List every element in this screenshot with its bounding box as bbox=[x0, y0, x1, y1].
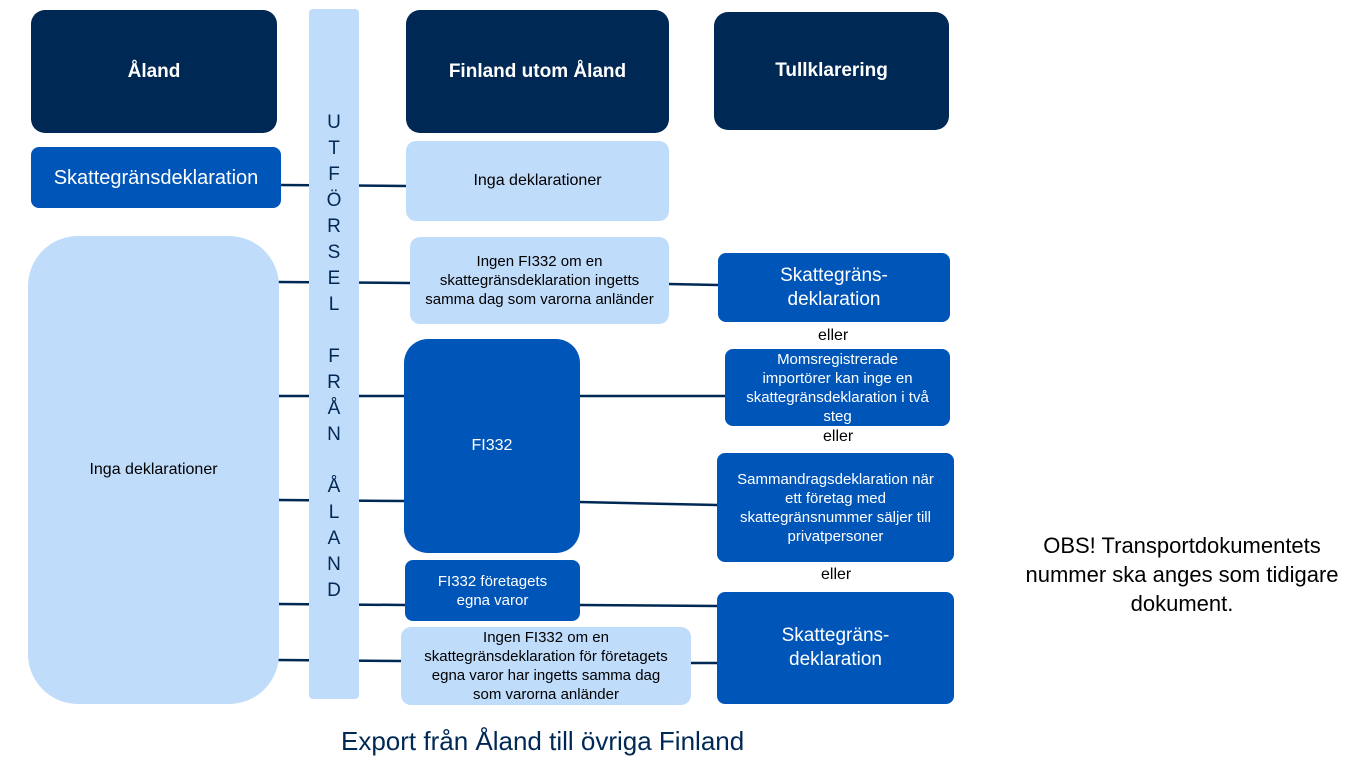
vertical-bar-letter: U bbox=[327, 112, 341, 133]
vertical-bar-letter: Å bbox=[327, 398, 341, 419]
tull-skattegransdeklaration-1: Skattegräns-deklaration bbox=[718, 253, 950, 322]
vertical-bar-letter: R bbox=[327, 216, 341, 237]
vertical-bar-letter: A bbox=[327, 528, 341, 549]
header-aland-label: Åland bbox=[127, 60, 181, 82]
header-tullklarering: Tullklarering bbox=[714, 12, 949, 130]
ingen-fi332-box-2: Ingen FI332 om en skattegränsdeklaration… bbox=[401, 627, 691, 705]
connector-line bbox=[578, 500, 718, 507]
aland-inga-deklarationer: Inga deklarationer bbox=[28, 236, 279, 704]
vertical-bar-letter: N bbox=[327, 554, 341, 575]
header-tullklarering-label: Tullklarering bbox=[775, 60, 888, 81]
finland-inga-deklarationer: Inga deklarationer bbox=[406, 141, 669, 221]
tull-skattegransdeklaration-2: Skattegräns-deklaration bbox=[717, 592, 954, 704]
fi332-egna-varor-label: FI332 företagets egna varor bbox=[437, 572, 548, 609]
ingen-fi332-label-2: Ingen FI332 om en skattegränsdeklaration… bbox=[424, 629, 668, 703]
connector-line bbox=[578, 603, 718, 608]
header-finland: Finland utom Åland bbox=[406, 10, 669, 133]
vertical-bar-letter: N bbox=[327, 424, 341, 445]
vertical-bar-letter: S bbox=[327, 242, 341, 263]
tull-skattegrans-label-1: Skattegräns-deklaration bbox=[780, 264, 888, 310]
vertical-bar-letter: E bbox=[327, 268, 341, 289]
eller-label-3: eller bbox=[821, 566, 852, 583]
tull-skattegrans-label-2: Skattegräns-deklaration bbox=[781, 625, 890, 670]
vertical-bar-letter: F bbox=[328, 164, 340, 185]
obs-note: OBS! Transportdokumentets nummer ska ang… bbox=[1025, 533, 1339, 616]
momsregistrerade-label: Momsregistrerade importörer kan inge en … bbox=[746, 350, 929, 425]
vertical-bar-letter: Ö bbox=[326, 190, 342, 211]
fi332-box: FI332 bbox=[404, 339, 580, 553]
eller-label-2: eller bbox=[823, 428, 854, 445]
ingen-fi332-label-1: Ingen FI332 om en skattegränsdeklaration… bbox=[425, 253, 654, 308]
vertical-bar-letter: R bbox=[327, 372, 341, 393]
vertical-bar-letter: D bbox=[327, 580, 341, 601]
aland-skattegrans-label: Skattegränsdeklaration bbox=[53, 166, 259, 189]
aland-inga-label: Inga deklarationer bbox=[89, 461, 218, 478]
header-finland-label: Finland utom Åland bbox=[448, 60, 627, 82]
fi332-egna-varor-box: FI332 företagets egna varor bbox=[405, 560, 580, 621]
vertical-bar-letter: L bbox=[328, 294, 340, 315]
fi332-label: FI332 bbox=[471, 437, 513, 454]
eller-label-1: eller bbox=[818, 327, 849, 344]
sammandragsdeklaration-box: Sammandragsdeklaration när ett företag m… bbox=[717, 453, 954, 562]
vertical-bar-letter: F bbox=[328, 346, 340, 367]
finland-inga-label: Inga deklarationer bbox=[473, 172, 602, 189]
aland-skattegransdeklaration: Skattegränsdeklaration bbox=[31, 147, 281, 208]
vertical-bar-letter: T bbox=[328, 138, 340, 159]
sammandragsdeklaration-label: Sammandragsdeklaration när ett företag m… bbox=[737, 470, 934, 545]
connector-line bbox=[667, 282, 719, 287]
header-aland: Åland bbox=[31, 10, 277, 133]
ingen-fi332-box-1: Ingen FI332 om en skattegränsdeklaration… bbox=[410, 237, 669, 324]
momsregistrerade-box: Momsregistrerade importörer kan inge en … bbox=[725, 349, 950, 426]
vertical-bar-letter: Å bbox=[327, 476, 341, 497]
diagram-caption: Export från Åland till övriga Finland bbox=[341, 726, 745, 756]
vertical-bar-letter: L bbox=[328, 502, 340, 523]
